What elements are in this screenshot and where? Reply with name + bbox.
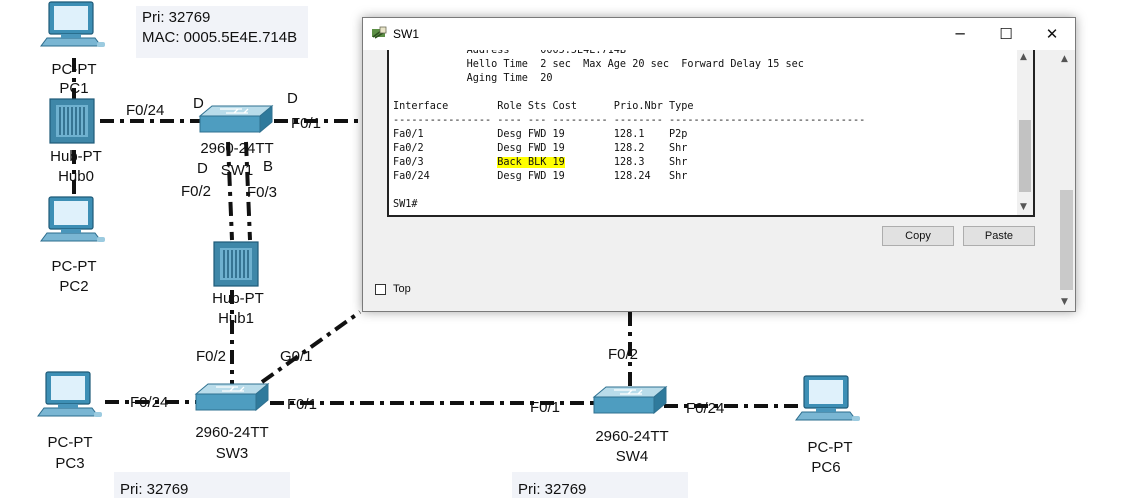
minimize-button[interactable]: ─ (955, 25, 965, 43)
pc1-icon[interactable] (40, 1, 106, 48)
port-label-hub0-sw1: F0/24 (126, 102, 165, 119)
port-label-sw3-g01: G0/1 (280, 348, 313, 365)
terminal-line-fa03: Fa0/3 Back BLK 19 128.3 Shr (393, 156, 865, 170)
window-scrollbar[interactable]: ▲ ▼ (1058, 50, 1075, 311)
paste-button[interactable]: Paste (963, 226, 1035, 246)
terminal-line: Fa0/24 Desg FWD 19 128.24 Shr (393, 171, 688, 182)
port-label-sw4-sw3: F0/1 (530, 399, 561, 416)
scroll-up-icon[interactable]: ▲ (1020, 52, 1027, 62)
terminal-line: Aging Time 20 (393, 73, 553, 84)
hub1-name-label: Hub1 (218, 310, 254, 327)
terminal-line: Hello Time 2 sec Max Age 20 sec Forward … (393, 59, 804, 70)
blocked-port-highlight: Back BLK 19 (497, 157, 565, 168)
fa03-suffix: 128.3 Shr (564, 157, 688, 168)
switch-app-icon (372, 26, 387, 39)
terminal-prompt: SW1# (393, 199, 418, 210)
sw1-type-label: 2960-24TT (200, 140, 274, 157)
terminal-line: Fa0/2 Desg FWD 19 128.2 Shr (393, 143, 688, 154)
link-sw1-f03 (244, 141, 252, 241)
window-scroll-up-icon[interactable]: ▲ (1061, 54, 1068, 64)
link-sw3-g01 (260, 310, 362, 384)
port-label-sw3-sw4: F0/1 (287, 396, 318, 413)
pc2-name-label: PC2 (59, 278, 89, 295)
pc2-type-label: PC-PT (51, 258, 97, 275)
top-label: Top (393, 283, 411, 295)
pc3-type-label: PC-PT (47, 434, 93, 451)
pc6-name-label: PC6 (811, 459, 841, 476)
cli-terminal[interactable]: Address 0005.5E4E.714B Hello Time 2 sec … (387, 50, 1035, 217)
sw4-icon[interactable] (593, 386, 667, 414)
copy-button[interactable]: Copy (882, 226, 954, 246)
scroll-down-icon[interactable]: ▼ (1020, 202, 1027, 212)
sw1-icon[interactable] (199, 105, 273, 133)
role-label-sw1-f02: D (197, 160, 208, 177)
terminal-line: Address 0005.5E4E.714B (393, 50, 627, 56)
terminal-line (393, 184, 865, 198)
terminal-scrollbar[interactable]: ▲ ▼ (1017, 50, 1033, 215)
topology-canvas (37, 1, 861, 422)
role-label-sw1-right: D (287, 90, 298, 107)
fa03-prefix: Fa0/3 (393, 157, 498, 168)
role-label-sw1-left: D (193, 95, 204, 112)
pc1-type-label: PC-PT (51, 61, 97, 78)
terminal-line: ---------------- ---- --- --------- ----… (393, 115, 866, 126)
sw1-mac: MAC: 0005.5E4E.714B (142, 29, 298, 46)
port-label-sw1-right: F0/1 (291, 115, 322, 132)
sw3-type-label: 2960-24TT (195, 424, 269, 441)
terminal-output[interactable]: Address 0005.5E4E.714B Hello Time 2 sec … (393, 50, 865, 212)
pc3-name-label: PC3 (55, 455, 85, 472)
terminal-scroll-thumb[interactable] (1019, 120, 1031, 192)
sw3-name-label: SW3 (215, 445, 249, 462)
role-label-sw1-f03: B (263, 158, 274, 175)
title-bar[interactable]: SW1 ─ ☐ ✕ (363, 18, 1075, 50)
sw3-icon[interactable] (195, 383, 269, 411)
port-label-sw1-f03: F0/3 (247, 184, 278, 201)
hub0-type-label: Hub-PT (50, 148, 102, 165)
maximize-button[interactable]: ☐ (999, 25, 1013, 43)
top-checkbox[interactable] (375, 284, 386, 295)
window-scroll-thumb[interactable] (1060, 190, 1073, 290)
port-label-sw4-pc6: F0/24 (686, 400, 725, 417)
window-scroll-down-icon[interactable]: ▼ (1061, 297, 1068, 307)
sw1-priority: Pri: 32769 (142, 9, 211, 26)
hub0-name-label: Hub0 (58, 168, 94, 185)
hub0-icon[interactable] (49, 98, 95, 144)
sw4-name-label: SW4 (615, 448, 649, 465)
port-label-pc3-sw3: F0/24 (130, 394, 169, 411)
port-label-sw1-f02: F0/2 (181, 183, 212, 200)
hub1-icon[interactable] (213, 241, 259, 287)
pc3-icon[interactable] (37, 371, 103, 418)
close-button[interactable]: ✕ (1045, 25, 1059, 43)
sw4-priority: Pri: 32769 (518, 481, 587, 498)
cli-window[interactable]: SW1 ─ ☐ ✕ Address 0005.5E4E.714B Hello T… (362, 17, 1076, 312)
window-title: SW1 (393, 27, 420, 41)
terminal-line (393, 86, 865, 100)
terminal-line: Fa0/1 Desg FWD 19 128.1 P2p (393, 129, 688, 140)
pc6-type-label: PC-PT (807, 439, 853, 456)
pc1-name-label: PC1 (59, 80, 89, 97)
sw4-type-label: 2960-24TT (595, 428, 669, 445)
window-body: Address 0005.5E4E.714B Hello Time 2 sec … (375, 50, 1047, 290)
port-label-hub1-sw3: F0/2 (196, 348, 227, 365)
pc6-icon[interactable] (795, 375, 861, 422)
terminal-line: Interface Role Sts Cost Prio.Nbr Type (393, 101, 694, 112)
hub1-type-label: Hub-PT (212, 290, 264, 307)
sw1-info-box: Pri: 32769 MAC: 0005.5E4E.714B (136, 6, 308, 58)
sw3-priority: Pri: 32769 (120, 481, 189, 498)
link-sw1-f02 (226, 141, 234, 241)
topology-links (72, 58, 800, 408)
sw3-info-box: Pri: 32769 (114, 472, 290, 498)
sw1-name-label: SW1 (220, 162, 254, 179)
pc2-icon[interactable] (40, 196, 106, 243)
sw4-info-box: Pri: 32769 (512, 472, 688, 498)
port-label-sw4-up: F0/2 (608, 346, 639, 363)
